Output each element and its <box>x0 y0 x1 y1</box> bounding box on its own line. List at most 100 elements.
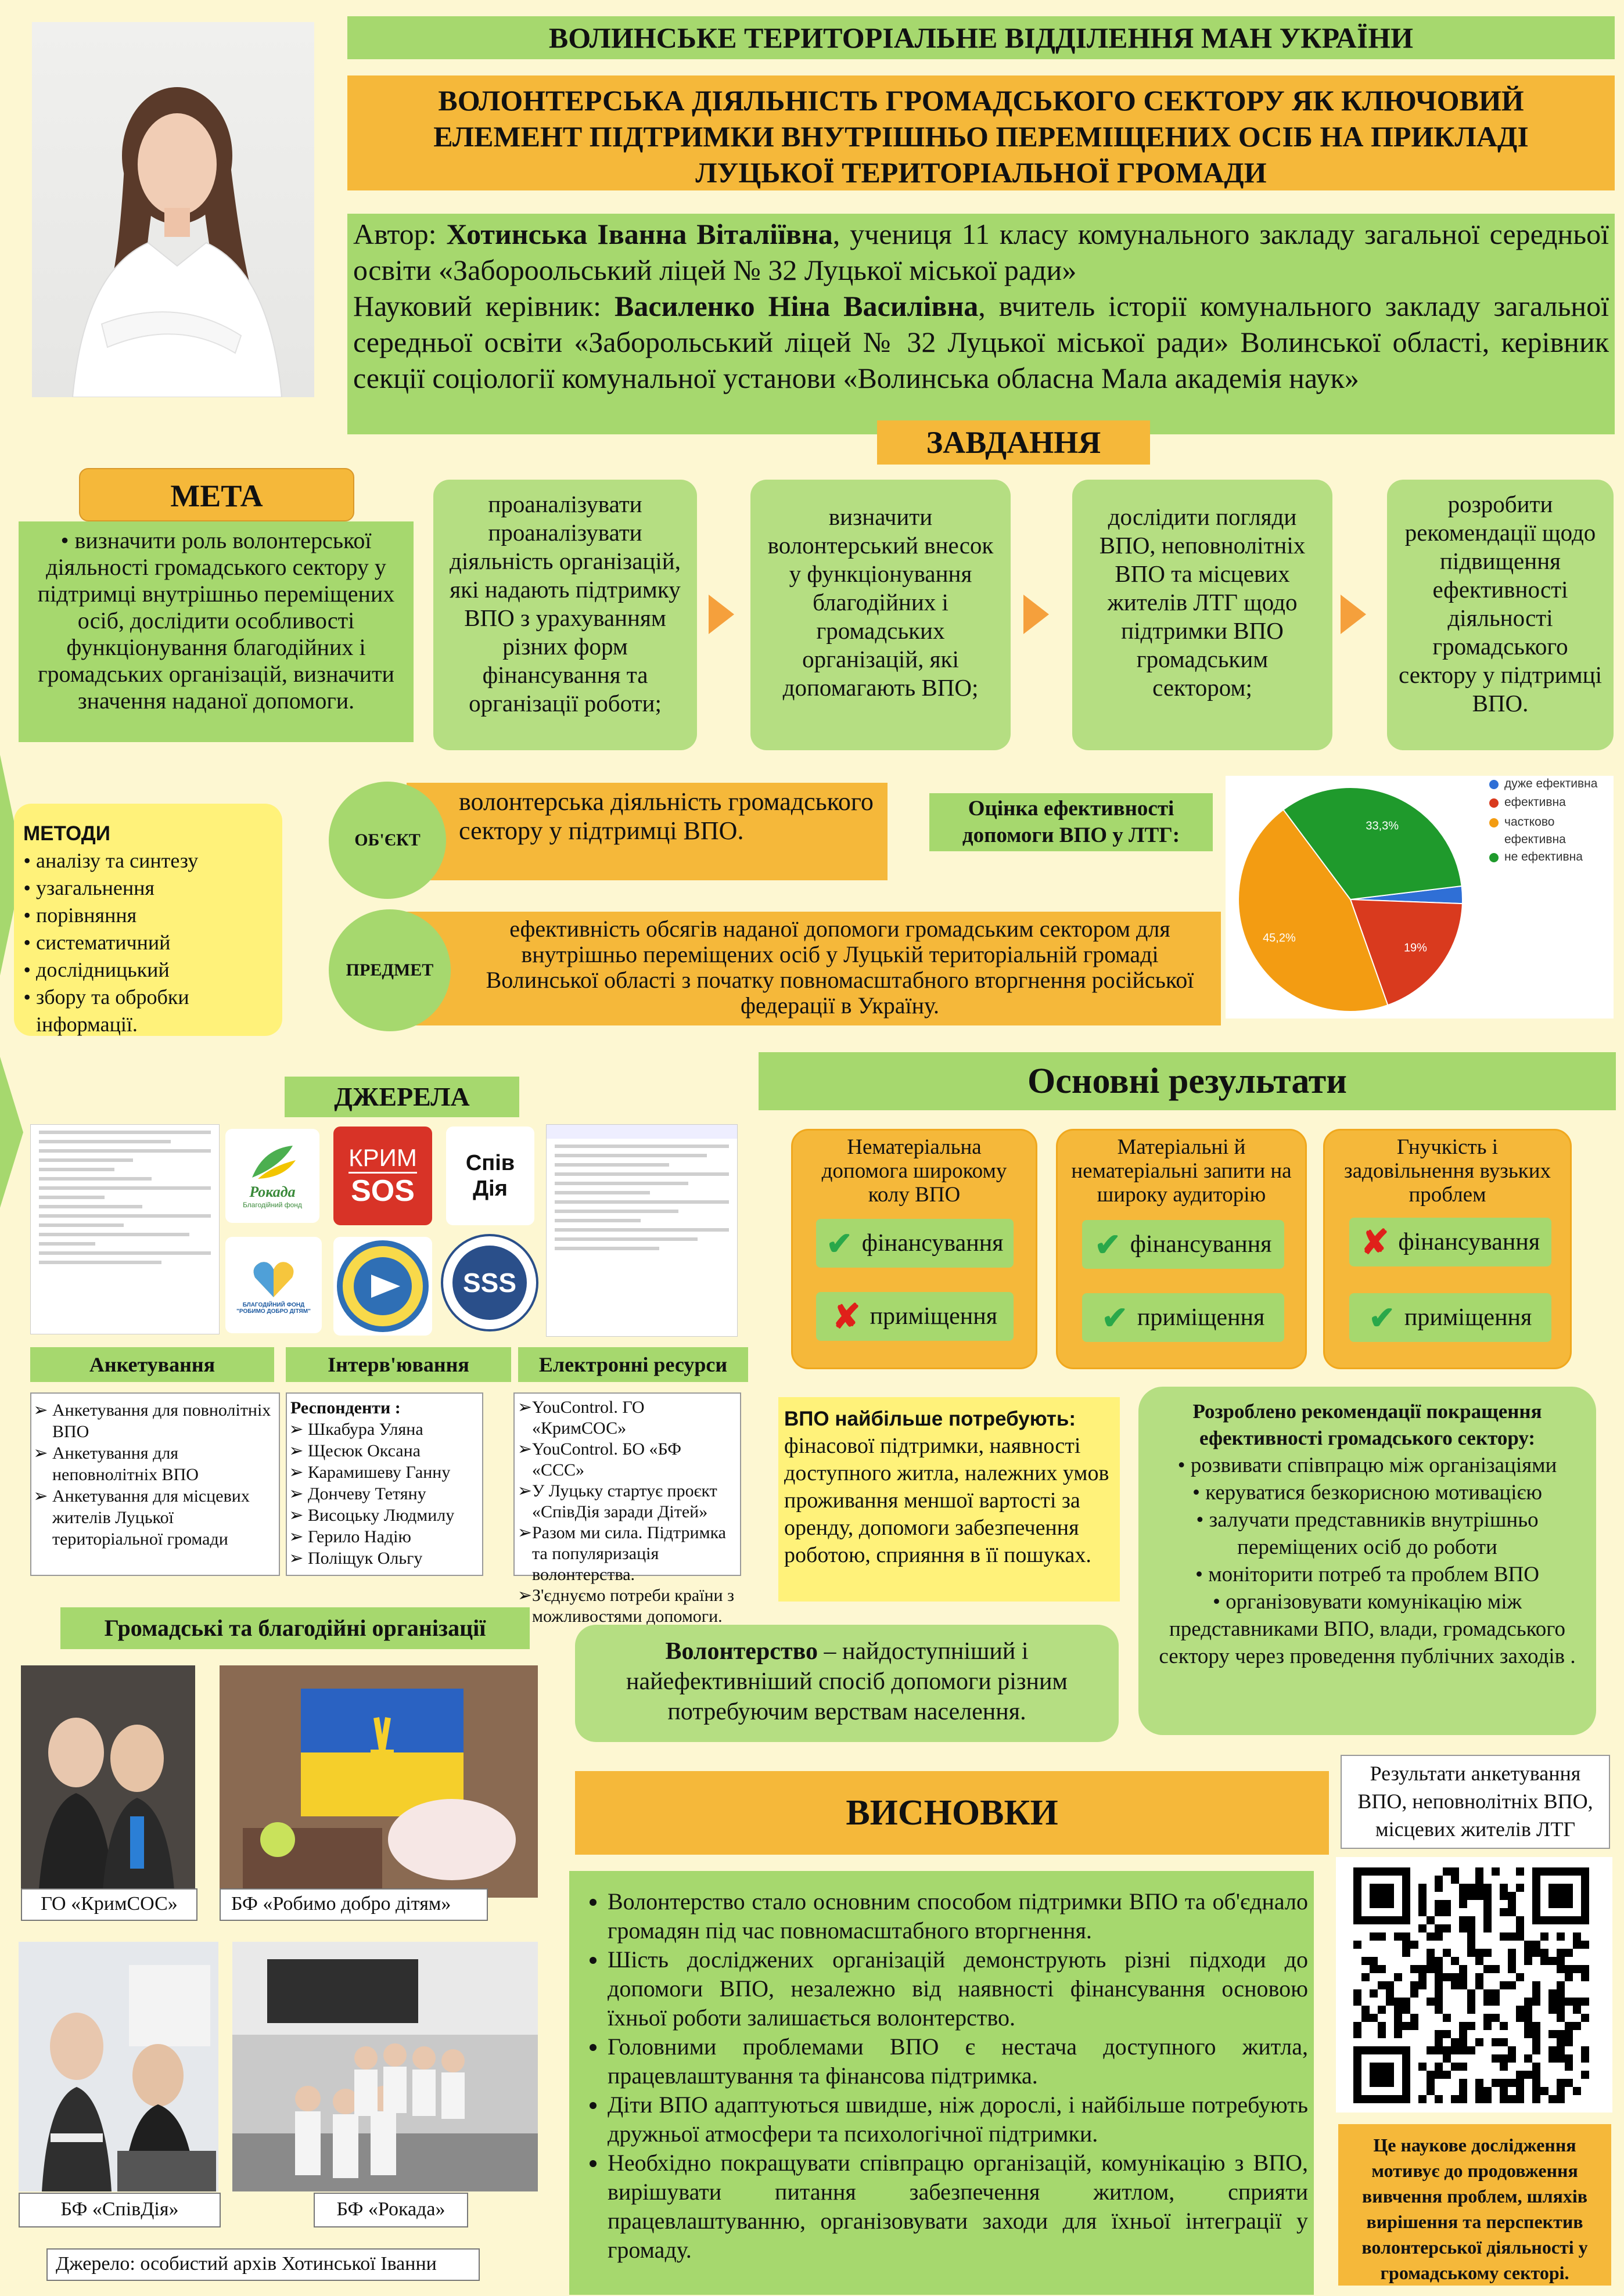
cross-icon: ✘ <box>1360 1223 1389 1261</box>
qr-caption: Результати анкетування ВПО, неповнолітні… <box>1341 1755 1610 1849</box>
cross-icon: ✘ <box>832 1298 861 1336</box>
object-label: ОБ'ЄКТ <box>329 782 446 899</box>
check-icon: ✔ <box>1101 1300 1128 1336</box>
krymsos-logo: КРИМ SOS <box>333 1127 432 1225</box>
conclusions-title: ВИСНОВКИ <box>575 1771 1329 1855</box>
goal-text: • визначити роль волонтерської діяльност… <box>19 521 414 742</box>
spivdiia-caption: БФ «СпівДія» <box>19 2193 221 2227</box>
respondent-item: Герило Надію <box>308 1526 479 1548</box>
arrow-icon <box>1341 595 1366 634</box>
pie-chart: 19% 45,2% 33,3% дуже ефективна ефективна част… <box>1226 776 1614 1019</box>
interview-title: Інтерв'ювання <box>286 1347 511 1382</box>
interview-list: Респонденти : Шкабура Уляна Щесюк Оксана… <box>286 1392 483 1576</box>
result-card-1: Нематеріальна допомога широкому колу ВПО… <box>791 1129 1037 1369</box>
respondent-item: Поліщук Ольгу <box>308 1548 479 1569</box>
qr-code <box>1336 1857 1612 2113</box>
premises-chip: ✔приміщення <box>1349 1293 1551 1342</box>
krymsos-caption: ГО «КримСОС» <box>21 1888 197 1921</box>
legend-label: частково <box>1504 815 1554 829</box>
task-box-2: визначити волонтерський внесок у функціо… <box>750 480 1011 750</box>
rokada-caption: БФ «Рокада» <box>314 2193 468 2227</box>
author-block: Автор: Хотинська Іванна Віталіївна, учен… <box>347 214 1615 434</box>
org-header: ВОЛИНСЬКЕ ТЕРИТОРІАЛЬНЕ ВІДДІЛЕННЯ МАН У… <box>347 16 1615 59</box>
survey-item: Анкетування для повнолітніх ВПО <box>52 1399 275 1442</box>
respondent-item: Карамишеву Ганну <box>308 1462 479 1483</box>
rokada-photo <box>232 1942 538 2191</box>
recommendation-item: • моніторити потреб та проблем ВПО <box>1195 1563 1539 1586</box>
legend-label: ефективна <box>1504 833 1566 846</box>
respondent-item: Шкабура Уляна <box>308 1419 479 1440</box>
eresource-item: YouControl. ГО «КримСОС» <box>532 1397 738 1439</box>
pie-data-label: 33,3% <box>1366 819 1399 832</box>
questionnaire-doc-image <box>30 1124 220 1334</box>
pie-data-label: 45,2% <box>1263 931 1296 944</box>
eresources-title: Електронні ресурси <box>518 1347 748 1382</box>
result-card-title: Гнучкість і задовільнення вузьких пробле… <box>1343 1135 1551 1207</box>
method-item: аналізу та синтезу <box>36 847 273 875</box>
conclusions-list: Волонтерство стало основним способом під… <box>569 1871 1314 2295</box>
eresource-item: У Луцьку стартує проєкт «СпівДія заради … <box>532 1481 738 1523</box>
pie-slice <box>1238 808 1389 1012</box>
recommendations-title: Розроблено рекомендації покращення ефект… <box>1192 1400 1542 1449</box>
recommendation-item: • організовувати комунікацію між предста… <box>1159 1590 1576 1668</box>
eresource-item: Разом ми сила. Підтримка та популяризаці… <box>532 1523 738 1585</box>
author-photo <box>32 22 314 397</box>
sss-logo: SSS <box>440 1233 539 1332</box>
check-icon: ✔ <box>1368 1300 1395 1336</box>
task-box-4: розробити рекомендації щодо підвищення е… <box>1387 480 1614 750</box>
recommendations-box: Розроблено рекомендації покращення ефект… <box>1138 1387 1596 1735</box>
method-item: узагальнення <box>36 875 273 902</box>
methods-box: МЕТОДИ аналізу та синтезу узагальнення п… <box>14 804 282 1036</box>
task-box-3: дослідити погляди ВПО, неповнолітніх ВПО… <box>1072 480 1332 750</box>
result-card-title: Матеріальні й нематеріальні запити на ши… <box>1071 1135 1292 1207</box>
recommendation-item: • розвивати співпрацю між організаціями <box>1177 1453 1557 1477</box>
eresource-item: З'єднуємо потреби країни з можливостями … <box>532 1585 738 1627</box>
respondent-item: Дончеву Тетяну <box>308 1483 479 1505</box>
method-item: порівняння <box>36 902 273 929</box>
respondent-item: Щесюк Оксана <box>308 1440 479 1462</box>
conclusion-item: Необхідно покращувати співпрацю організа… <box>608 2149 1308 2265</box>
survey-list: Анкетування для повнолітніх ВПО Анкетува… <box>30 1392 280 1576</box>
photo-source-note: Джерело: особистий архів Хотинської Іван… <box>46 2248 480 2281</box>
task-box-1: проаналізувати проаналізувати діяльність… <box>433 480 697 750</box>
check-icon: ✔ <box>1094 1227 1121 1262</box>
spivdiia-logo: Спів Дія <box>446 1127 534 1225</box>
legend-marker <box>1489 853 1499 862</box>
result-card-2: Матеріальні й нематеріальні запити на ши… <box>1056 1129 1307 1369</box>
recommendation-item: • залучати представників внутрішньо пере… <box>1196 1508 1539 1559</box>
subject-text: ефективність обсягів наданої допомоги гр… <box>407 912 1221 1025</box>
tasks-title: ЗАВДАННЯ <box>877 420 1150 465</box>
needs-box: ВПО найбільше потребують: фінасової підт… <box>778 1397 1120 1602</box>
robimo-dobro-photo <box>220 1665 538 1898</box>
youcontrol-screenshot <box>546 1124 738 1337</box>
legend-marker <box>1489 780 1499 789</box>
pie-slice <box>1282 787 1463 901</box>
method-item: дослідницький <box>36 956 273 984</box>
arrow-icon <box>709 595 734 634</box>
financing-chip: ✔фінансування <box>1082 1220 1284 1269</box>
conclusion-item: Шість досліджених організацій демонструю… <box>608 1945 1308 2032</box>
pie-data-label: 19% <box>1404 941 1427 954</box>
recommendation-item: • керуватися безкорисною мотивацією <box>1192 1481 1543 1505</box>
krymsos-photo <box>21 1665 195 1898</box>
survey-item: Анкетування для неповнолітніх ВПО <box>52 1442 275 1485</box>
eresources-list: YouControl. ГО «КримСОС» YouControl. БО … <box>513 1392 741 1626</box>
methods-title: МЕТОДИ <box>23 822 110 845</box>
methods-list: аналізу та синтезу узагальнення порівнян… <box>23 847 273 1038</box>
check-icon: ✔ <box>826 1226 853 1261</box>
legend-label: не ефективна <box>1504 850 1583 863</box>
legend-marker <box>1489 818 1499 827</box>
needs-title: ВПО найбільше потребують: <box>784 1408 1076 1430</box>
results-title: Основні результати <box>759 1052 1616 1110</box>
financing-chip: ✘фінансування <box>1349 1218 1551 1266</box>
subject-label: ПРЕДМЕТ <box>329 909 451 1031</box>
conclusion-item: Головними проблемами ВПО є нестача досту… <box>608 2032 1308 2090</box>
arrow-icon <box>1023 595 1049 634</box>
legend-label: дуже ефективна <box>1504 777 1598 790</box>
supervisor-name: Василенко Ніна Василівна <box>615 290 979 322</box>
orgs-title: Громадські та благодійні організації <box>60 1607 530 1649</box>
final-note: Це наукове дослідження мотивує до продов… <box>1338 2124 1611 2286</box>
decor-triangle-bottom <box>0 1057 23 1208</box>
robimo-dobro-logo: БЛАГОДІЙНИЙ ФОНД "РОБИМО ДОБРО ДІТЯМ" <box>225 1237 322 1333</box>
method-item: збору та обробки інформації. <box>36 984 273 1038</box>
